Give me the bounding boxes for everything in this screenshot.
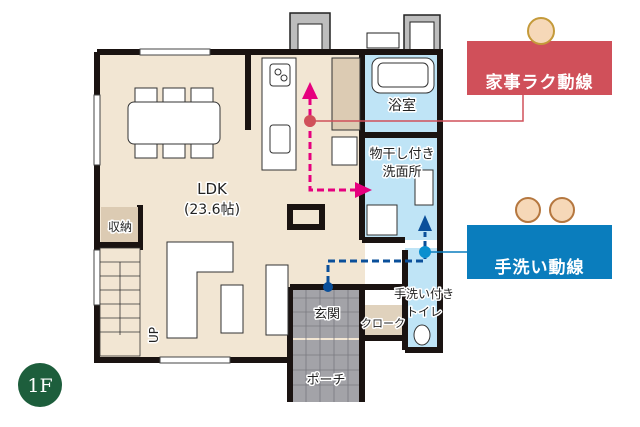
water-heater — [366, 32, 400, 49]
pantry — [331, 57, 361, 131]
bathroom-label: 浴室 — [388, 97, 416, 114]
washroom-label-2: 洗面所 — [382, 165, 421, 180]
toilet-icon — [413, 324, 431, 346]
housework-callout: 家事ラク動線 — [467, 17, 612, 95]
ldk-size-label: (23.6帖) — [184, 202, 240, 218]
arrow-up-icon — [418, 215, 432, 231]
sink-icon — [269, 124, 291, 154]
handwash-callout: 手洗い動線 — [467, 197, 612, 279]
toilet-label-2: トイレ — [406, 305, 442, 319]
storage-label: 収納 — [108, 220, 132, 234]
tile-grid — [290, 286, 362, 402]
cloak-lower — [366, 340, 404, 360]
handwash-dot — [419, 246, 431, 258]
housework-path — [302, 82, 524, 198]
tv-stand — [265, 264, 289, 336]
fridge — [331, 136, 358, 166]
cloak-label: クローク — [361, 317, 405, 330]
ldk-label: LDK — [197, 180, 228, 198]
dining-set — [127, 87, 221, 159]
mother-illustration — [527, 17, 555, 45]
handwash-path — [323, 215, 467, 292]
children-illustration-2 — [549, 197, 575, 223]
stairs-up-label: UP — [147, 327, 161, 343]
children-illustration — [515, 197, 541, 223]
stove-icon — [269, 63, 291, 87]
storage-floor — [101, 207, 138, 242]
stairs — [99, 247, 141, 357]
window-left — [93, 94, 101, 166]
arrow-up-icon — [302, 82, 318, 99]
cloak-floor — [362, 305, 404, 338]
floor-badge — [18, 363, 62, 407]
washroom-label-1: 物干し付き — [369, 147, 434, 162]
window-stair — [93, 249, 101, 306]
window-bottom — [159, 356, 231, 364]
floor-badge-label: 1F — [27, 375, 52, 397]
toilet-label-1: 手洗い付き — [394, 287, 454, 301]
porch-label: ポーチ — [306, 373, 345, 388]
window-top — [139, 48, 211, 56]
housework-label: 家事ラク動線 — [485, 73, 594, 93]
entrance-dot — [323, 282, 333, 292]
washing-machine — [366, 204, 398, 236]
entrance-label: 玄関 — [314, 307, 340, 322]
coffee-table — [220, 284, 244, 334]
arrow-right-icon — [355, 182, 372, 198]
handwash-label: 手洗い動線 — [494, 258, 585, 278]
housework-dot — [304, 115, 316, 127]
sofa — [166, 241, 234, 339]
porch-floor — [290, 340, 362, 402]
washbasin — [414, 169, 434, 206]
